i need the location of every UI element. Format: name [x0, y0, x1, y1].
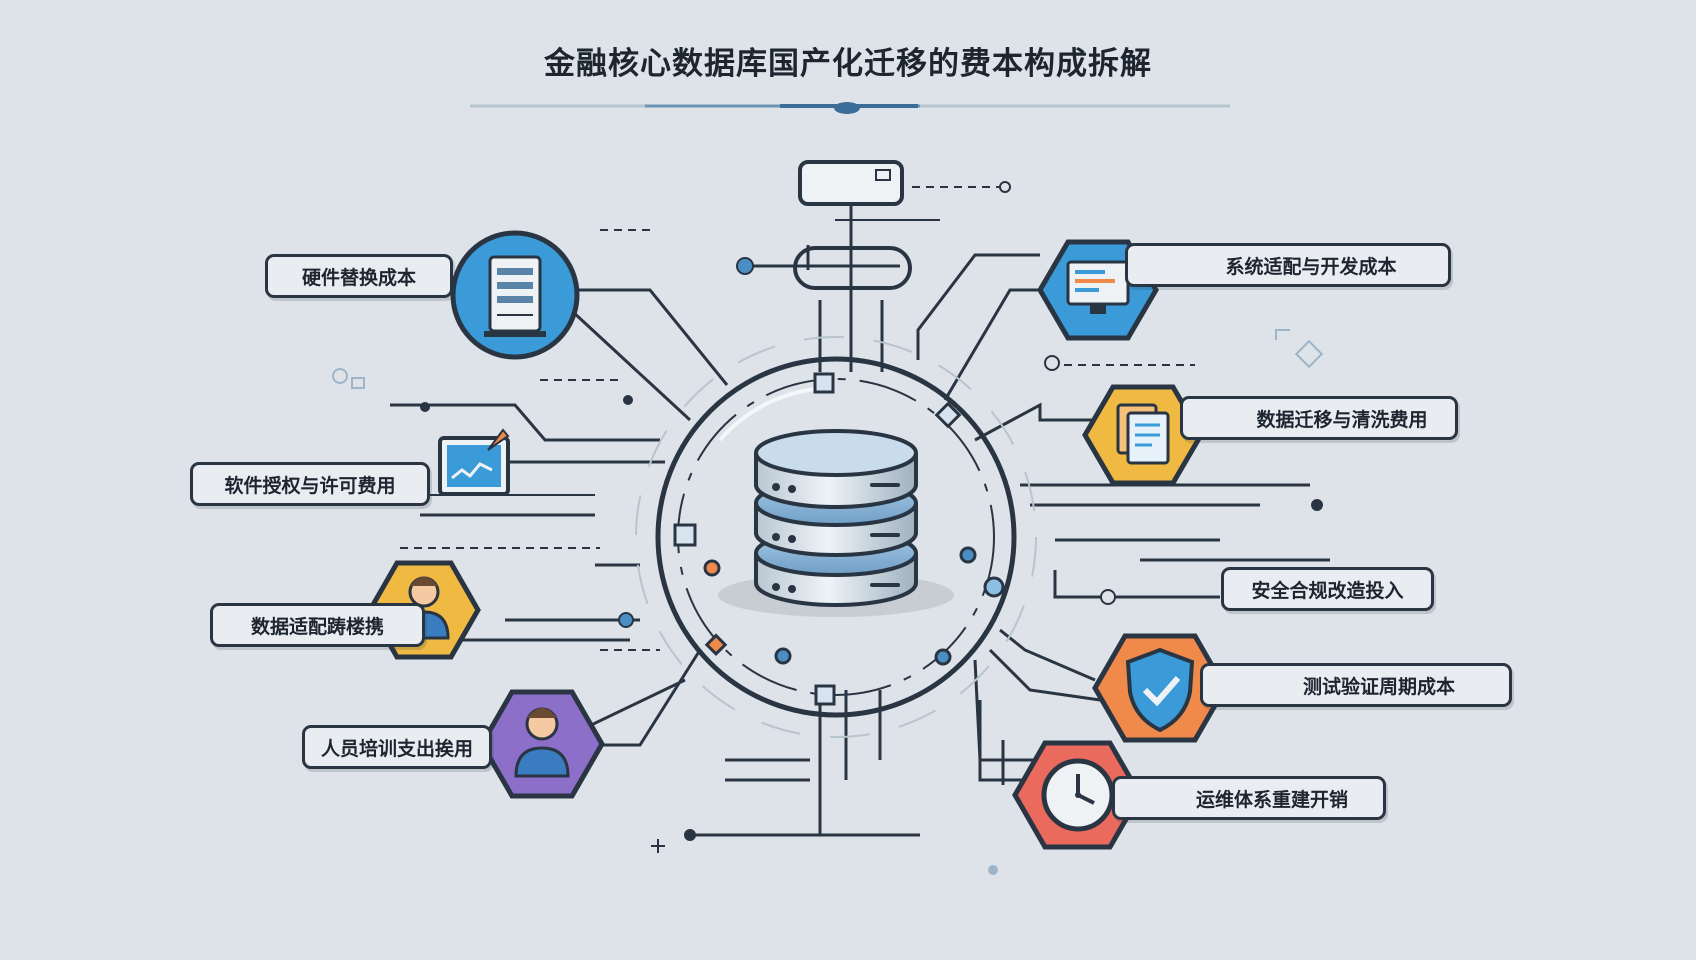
circuit-lines: [340, 186, 1330, 837]
chart-screen-icon: [438, 428, 510, 496]
clock-icon: [1012, 740, 1143, 850]
documents-icon: [1082, 384, 1204, 486]
person-icon-training: [479, 689, 605, 799]
central-ring: [635, 336, 1037, 738]
label-software-license: 软件授权与许可费用: [190, 462, 430, 506]
shield-check-icon: [1092, 633, 1228, 743]
ring-nodes: [673, 372, 1005, 706]
label-data-migration: 数据迁移与清洗费用: [1180, 396, 1458, 440]
label-testing: 测试验证周期成本: [1200, 663, 1512, 707]
label-data-adapt: 数据适配踌楼携: [210, 603, 425, 647]
server-icon: [450, 230, 580, 360]
database-icon: [718, 429, 954, 617]
label-security: 安全合规改造投入: [1221, 567, 1434, 611]
decorative-accents: [332, 329, 1324, 875]
label-system-adapt: 系统适配与开发成本: [1125, 243, 1451, 287]
page-title: 金融核心数据库国产化迁移的费本构成拆解: [544, 46, 1152, 82]
label-operations: 运维体系重建开销: [1112, 776, 1386, 820]
top-terminal-icon: [793, 160, 912, 290]
title-divider: [470, 102, 1230, 114]
connector-dots: [420, 181, 1323, 841]
label-hardware: 硬件替换成本: [265, 254, 453, 298]
label-training: 人员培训支出挨用: [302, 725, 492, 769]
